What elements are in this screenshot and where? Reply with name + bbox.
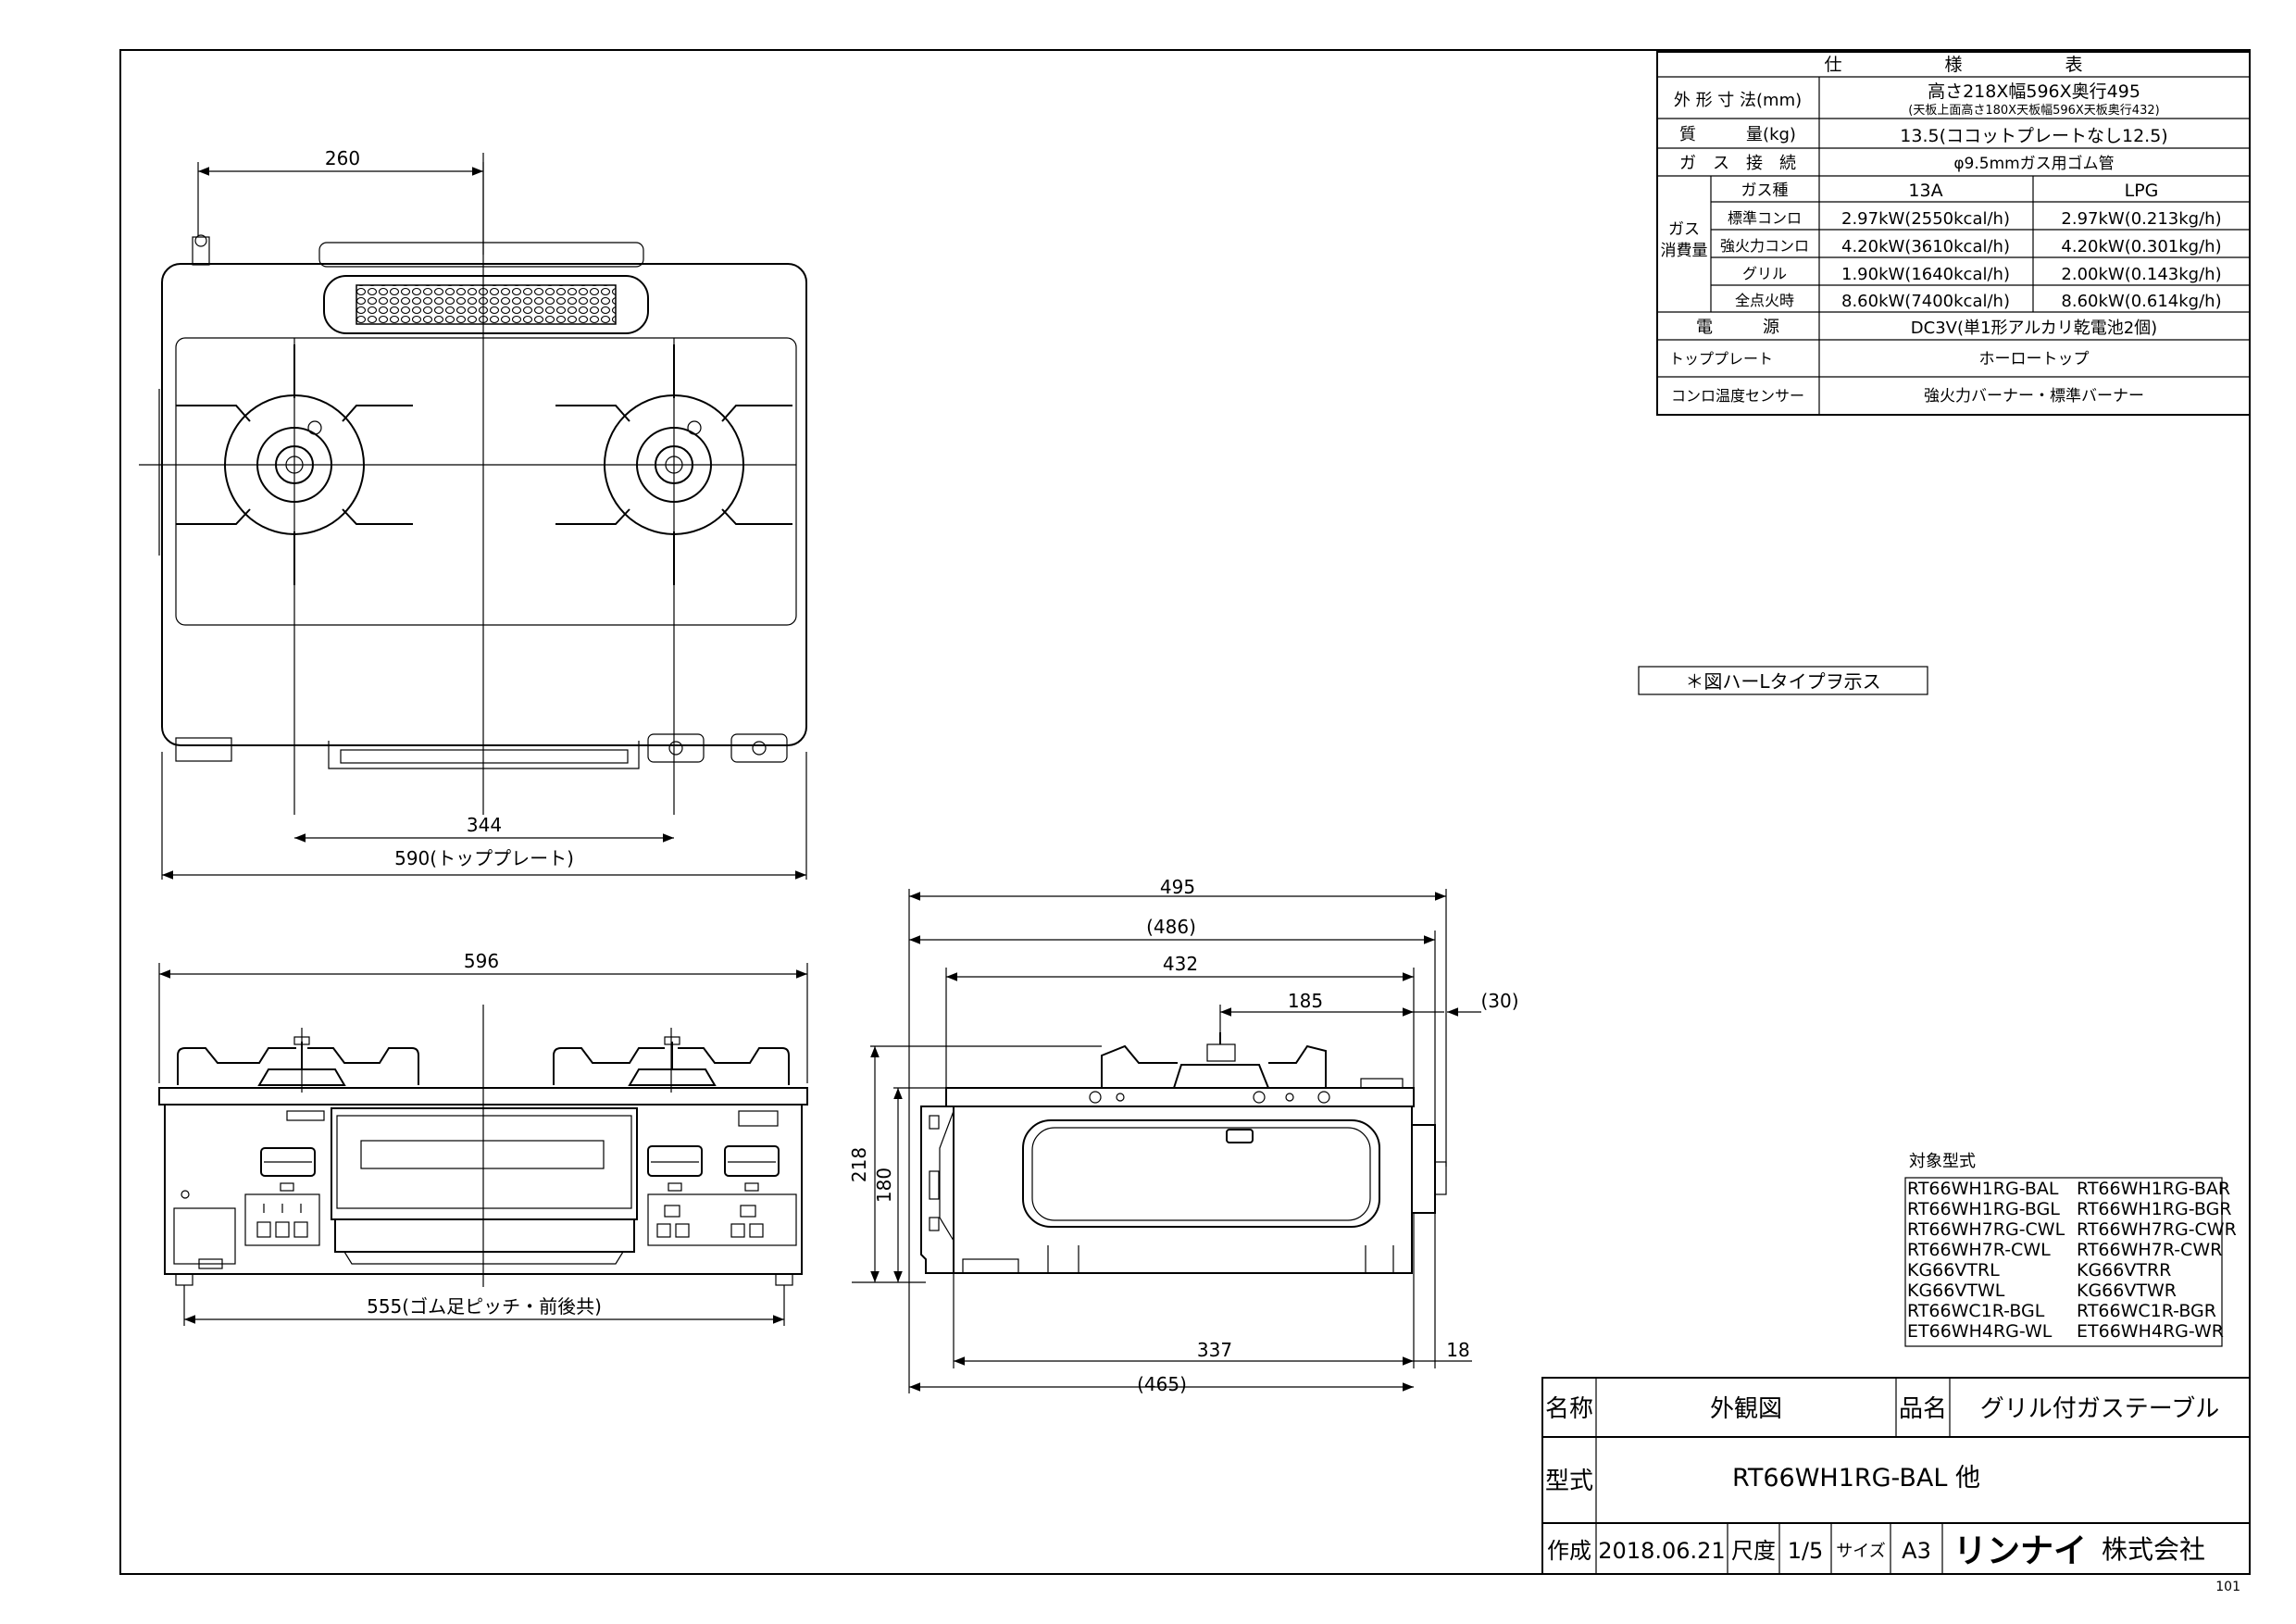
spec-gasconn-label: ガ ス 接 続 [1679, 154, 1796, 173]
spec-gasconn-value: φ9.5mmガス用ゴム管 [1953, 154, 2114, 173]
tb-created-label: 作成 [1547, 1538, 1591, 1564]
models-title: 対象型式 [1909, 1152, 1976, 1171]
tb-size-label: サイズ [1836, 1542, 1885, 1561]
dim-590: 590(トッププレート) [394, 847, 574, 869]
front-view [158, 1005, 808, 1287]
spec-row-name: 全点火時 [1735, 292, 1794, 309]
spec-mass-value: 13.5(ココットプレートなし12.5) [1900, 126, 2167, 146]
spec-mass-label: 質 量(kg) [1679, 125, 1796, 144]
spec-table: 仕 様 表 外 形 寸 法(mm) 高さ218X幅596X奥行495 (天板上面… [1656, 51, 2251, 416]
spec-dims-label: 外 形 寸 法(mm) [1674, 91, 1802, 110]
side-view [920, 1032, 1447, 1274]
model-left: RT66WC1R-BGL [1907, 1301, 2045, 1321]
spec-consumption-label-2: 消費量 [1661, 242, 1708, 260]
model-right: RT66WH7R-CWR [2077, 1240, 2222, 1260]
note-box [1638, 666, 1928, 695]
spec-power-label: 電 源 [1696, 318, 1779, 337]
spec-dims-value: 高さ218X幅596X奥行495 [1928, 81, 2140, 102]
spec-gas-type-label: ガス種 [1741, 181, 1789, 200]
tb-size-value: A3 [1902, 1538, 1931, 1564]
model-left: RT66WH7RG-CWL [1907, 1219, 2065, 1240]
spec-sensor-label: コンロ温度センサー [1671, 387, 1804, 405]
dim-495: 495 [1160, 876, 1195, 898]
model-right: ET66WH4RG-WR [2077, 1321, 2224, 1342]
tb-name-label: 名称 [1545, 1395, 1593, 1423]
tb-scale-value: 1/5 [1788, 1538, 1824, 1564]
dim-486: (486) [1146, 916, 1196, 938]
dim-260: 260 [325, 147, 360, 169]
spec-row-name: グリル [1742, 265, 1787, 282]
model-right: RT66WC1R-BGR [2077, 1301, 2216, 1321]
model-left: RT66WH1RG-BGL [1907, 1199, 2060, 1219]
spec-title-2: 様 [1944, 55, 1962, 75]
tb-brand-logo: リンナイ [1953, 1532, 2087, 1570]
top-view [139, 153, 807, 815]
side-dimensions: 495 (486) 432 185 (30) 218 180 337 18 (4… [848, 876, 1519, 1395]
tb-product-label: 品名 [1899, 1395, 1947, 1423]
spec-row-lpg: 2.97kW(0.213kg/h) [2061, 209, 2221, 229]
model-right: RT66WH1RG-BAR [2077, 1179, 2230, 1199]
sheet-border [119, 49, 2251, 1575]
title-block: 名称 外観図 品名 グリル付ガステーブル 型式 RT66WH1RG-BAL 他 … [1541, 1377, 2251, 1575]
model-left: ET66WH4RG-WL [1907, 1321, 2053, 1342]
spec-title-3: 表 [2065, 55, 2082, 75]
front-dimensions: 596 555(ゴム足ピッチ・前後共) [158, 950, 808, 1326]
dim-185: 185 [1288, 990, 1323, 1012]
dim-218: 218 [848, 1147, 870, 1182]
spec-sensor-value: 強火力バーナー・標準バーナー [1924, 387, 2144, 406]
model-right: RT66WH1RG-BGR [2077, 1199, 2232, 1219]
dim-432: 432 [1163, 953, 1198, 975]
sheet-code: 101 [2215, 1580, 2240, 1594]
dim-555: 555(ゴム足ピッチ・前後共) [367, 1295, 602, 1318]
model-right: KG66VTRR [2077, 1260, 2171, 1280]
tb-product-value: グリル付ガステーブル [1980, 1395, 2219, 1423]
model-left: KG66VTWL [1907, 1280, 2005, 1301]
spec-row-lpg: 8.60kW(0.614kg/h) [2061, 292, 2221, 311]
model-list: 対象型式 RT66WH1RG-BAL RT66WH1RG-BGL RT66WH7… [1904, 1152, 2237, 1347]
top-dimensions: 260 344 590(トッププレート) [161, 147, 807, 880]
dim-18: 18 [1446, 1339, 1469, 1361]
dim-180: 180 [873, 1168, 895, 1203]
spec-consumption-label-1: ガス [1668, 220, 1700, 239]
spec-row-name: 強火力コンロ [1720, 237, 1809, 255]
dim-344: 344 [467, 814, 502, 836]
tb-created-value: 2018.06.21 [1598, 1538, 1725, 1564]
spec-row-name: 標準コンロ [1728, 209, 1802, 227]
model-right: RT66WH7RG-CWR [2077, 1219, 2237, 1240]
spec-row-13a: 2.97kW(2550kcal/h) [1841, 209, 2010, 229]
spec-row-13a: 4.20kW(3610kcal/h) [1841, 237, 2010, 256]
model-left: RT66WH1RG-BAL [1907, 1179, 2059, 1199]
dim-465: (465) [1137, 1373, 1187, 1395]
spec-topplate-label: トッププレート [1669, 350, 1773, 368]
spec-col-lpg: LPG [2125, 181, 2159, 201]
tb-company: 株式会社 [2102, 1534, 2205, 1565]
note-text: ＊図ハーLタイプヲ示ス [1685, 670, 1880, 693]
model-left: KG66VTRL [1907, 1260, 2000, 1280]
spec-title-1: 仕 [1824, 55, 1841, 75]
tb-model-value: RT66WH1RG-BAL 他 [1732, 1464, 1980, 1493]
spec-row-lpg: 4.20kW(0.301kg/h) [2061, 237, 2221, 256]
model-right: KG66VTWR [2077, 1280, 2177, 1301]
spec-row-13a: 1.90kW(1640kcal/h) [1841, 265, 2010, 284]
spec-dims-sub: (天板上面高さ180X天板幅596X天板奥行432) [1908, 103, 2159, 118]
spec-row-13a: 8.60kW(7400kcal/h) [1841, 292, 2010, 311]
dim-596: 596 [464, 950, 499, 972]
dim-337: 337 [1197, 1339, 1232, 1361]
spec-topplate-value: ホーロートップ [1979, 350, 2090, 369]
spec-row-lpg: 2.00kW(0.143kg/h) [2061, 265, 2221, 284]
spec-power-value: DC3V(単1形アルカリ乾電池2個) [1911, 319, 2157, 338]
tb-scale-label: 尺度 [1731, 1538, 1776, 1564]
tb-name-value: 外観図 [1710, 1395, 1782, 1423]
dim-30: (30) [1480, 990, 1518, 1012]
spec-col-13a: 13A [1908, 181, 1942, 201]
model-left: RT66WH7R-CWL [1907, 1240, 2051, 1260]
tb-model-label: 型式 [1545, 1468, 1593, 1495]
